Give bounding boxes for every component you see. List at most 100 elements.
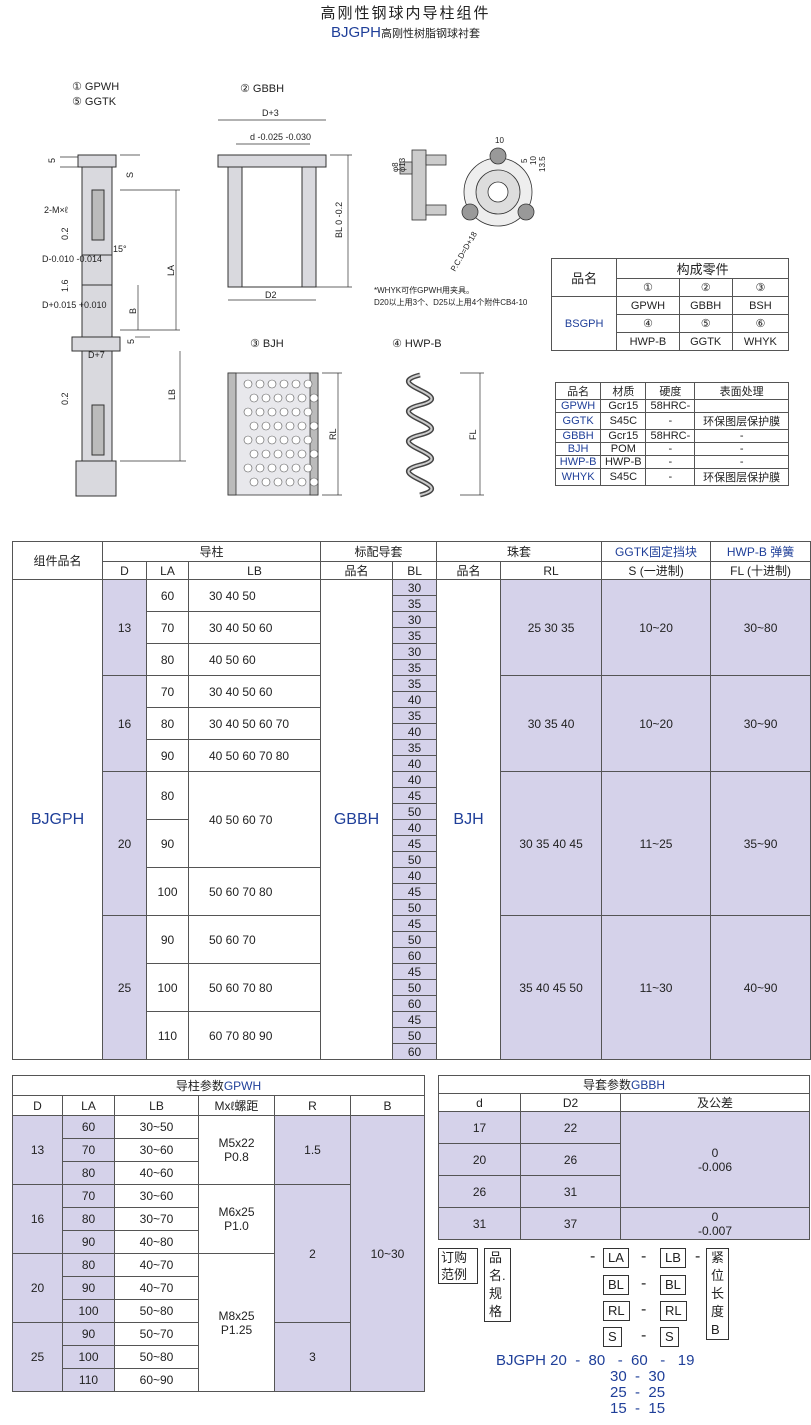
main-row: 50	[13, 1027, 811, 1044]
cell-bl: 35	[392, 627, 438, 644]
th: B	[349, 1095, 426, 1116]
th: LA	[62, 1095, 115, 1116]
cell-d: 13	[102, 579, 147, 676]
th: LB	[114, 1095, 199, 1116]
cell-bl: 30	[392, 643, 438, 660]
dim-text: D+7	[88, 350, 105, 360]
ball-hole	[267, 379, 277, 389]
cell: 31	[520, 1175, 621, 1208]
cell-s: 10~20	[601, 675, 712, 772]
cell-d: 25	[12, 1322, 63, 1392]
th-ball: 珠套	[436, 541, 603, 562]
th: 品名	[554, 382, 602, 400]
dim-text: φ8	[391, 162, 400, 172]
cell: ②	[678, 278, 733, 297]
main-row: 50	[13, 851, 811, 868]
cell: S45C	[600, 412, 647, 430]
page-subtitle: BJGPH高刚性树脂钢球衬套	[0, 24, 811, 41]
cell: GBBH	[678, 296, 733, 315]
cell: GBBH	[554, 429, 602, 443]
ball-hole	[297, 449, 307, 459]
bush-name: GBBH	[320, 579, 394, 1060]
cell-lb: 30 40 50	[187, 579, 322, 612]
bjh-label: ③ BJH	[250, 338, 284, 350]
th: D2	[520, 1093, 621, 1112]
order-example-2: 30 - 30	[610, 1368, 666, 1385]
th-parts: 构成零件	[616, 258, 789, 279]
dim-text: 0.2	[60, 227, 70, 240]
cell-bl: 50	[392, 931, 438, 948]
guide-post-drawing	[71, 154, 121, 497]
dim-text: 1.6	[60, 279, 70, 292]
cell-r: 3	[274, 1322, 351, 1392]
th-sub: S (一进制)	[601, 561, 712, 580]
title-code: GPWH	[223, 1079, 262, 1093]
cell-la: 80	[62, 1253, 115, 1277]
ball-hole	[309, 449, 319, 459]
th-sub: LB	[187, 561, 322, 580]
cell: -	[694, 455, 789, 469]
cell: ③	[731, 278, 790, 297]
th-sub: 品名	[436, 561, 502, 580]
ball-hole	[273, 393, 283, 403]
ball-hole	[261, 393, 271, 403]
m-size: M6x25	[218, 1205, 255, 1219]
cell-bl: 35	[392, 595, 438, 612]
main-row: 90 40	[13, 819, 811, 868]
ball-hole	[273, 477, 283, 487]
cell: HWP-B	[616, 332, 680, 351]
th: 及公差	[619, 1093, 811, 1112]
dim-text: D2	[265, 290, 277, 300]
ball-cage-drawing	[227, 372, 319, 496]
cell-bl: 40	[392, 819, 438, 836]
cell-la: 80	[146, 707, 189, 740]
title-code: GBBH	[631, 1078, 666, 1092]
cell: BSH	[731, 296, 790, 315]
cell-s: 11~30	[601, 915, 712, 1060]
ball-hole	[261, 449, 271, 459]
dim-text: 2-M×ℓ	[44, 205, 69, 215]
cell: 37	[520, 1207, 621, 1240]
th: 表面处理	[694, 382, 789, 400]
cell-d: 20	[102, 771, 147, 916]
cell-la: 90	[146, 819, 189, 868]
th-ggtk: GGTK固定挡块	[601, 541, 712, 562]
cell-bl: 40	[392, 867, 438, 884]
ball-hole	[249, 477, 259, 487]
cell-lb: 50~80	[114, 1345, 199, 1369]
th-sub: LA	[146, 561, 189, 580]
tol-1: 0-0.006	[619, 1111, 811, 1208]
cell-lb: 30 40 50 60	[187, 675, 322, 708]
cell: S45C	[600, 468, 647, 486]
cell-bl: 45	[392, 883, 438, 900]
dim-text: 10	[529, 156, 538, 165]
product-code: BJGPH	[330, 24, 381, 41]
cell: BJH	[554, 442, 602, 456]
ball-hole	[249, 449, 259, 459]
ball-hole	[279, 463, 289, 473]
dim-text: 15°	[113, 244, 127, 254]
cell-lb: 50 60 70	[187, 915, 322, 964]
ball-hole	[267, 435, 277, 445]
ggtk-label: ⑤ GGTK	[72, 96, 117, 108]
cell-b: 10~30	[349, 1115, 426, 1392]
note-cb4: D20以上用3个、D25以上用4个附件CB4-10	[374, 298, 528, 307]
ball-hole	[303, 407, 313, 417]
cell-lb: 50 60 70 80	[187, 963, 322, 1012]
order-field-s: S	[603, 1327, 622, 1347]
gbbh-title: 导套参数GBBH	[437, 1075, 811, 1094]
dim-text: RL	[328, 428, 338, 440]
cell-la: 60	[146, 579, 189, 612]
tol-upper: 0	[711, 1209, 719, 1224]
gpwh-title: 导柱参数GPWH	[11, 1075, 426, 1096]
